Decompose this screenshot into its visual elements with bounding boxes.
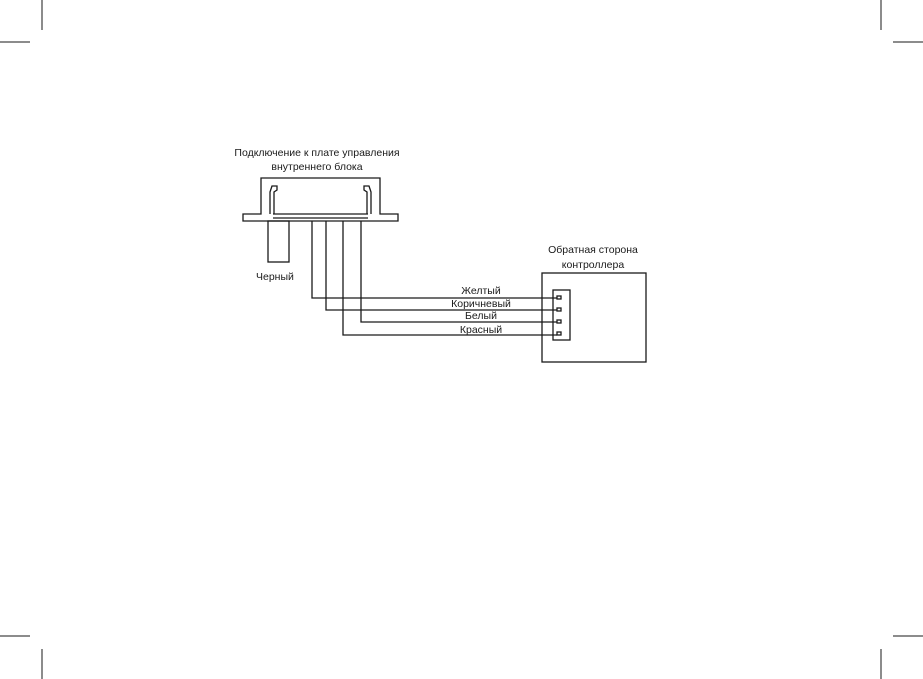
terminal-4 xyxy=(556,331,562,336)
wires xyxy=(311,221,557,336)
wire-label-white: Белый xyxy=(465,310,497,322)
wire-red xyxy=(342,221,557,336)
terminal-3 xyxy=(556,319,562,324)
connector-left-latch xyxy=(269,185,278,214)
wire-white xyxy=(360,221,557,323)
black-wire-block xyxy=(267,220,290,263)
board-title-line1: Подключение к плате управления xyxy=(234,147,399,159)
board-title-line2: внутреннего блока xyxy=(271,161,362,173)
wire-brown xyxy=(325,221,557,311)
terminal-block-frame xyxy=(552,289,571,341)
terminal-2 xyxy=(556,307,562,312)
controller-box xyxy=(541,272,647,363)
wire-label-yellow: Желтый xyxy=(461,285,501,297)
controller-title-line1: Обратная сторона xyxy=(548,244,638,256)
wire-label-red: Красный xyxy=(460,324,502,336)
connector-right-latch xyxy=(363,185,372,214)
wire-yellow xyxy=(311,221,557,299)
connector-housing-outline xyxy=(242,177,399,222)
terminal-1 xyxy=(556,295,562,300)
black-wire-label: Черный xyxy=(256,271,294,283)
board-connector xyxy=(242,177,399,222)
controller-title-line2: контроллера xyxy=(562,259,625,271)
wire-label-brown: Коричневый xyxy=(451,298,511,310)
